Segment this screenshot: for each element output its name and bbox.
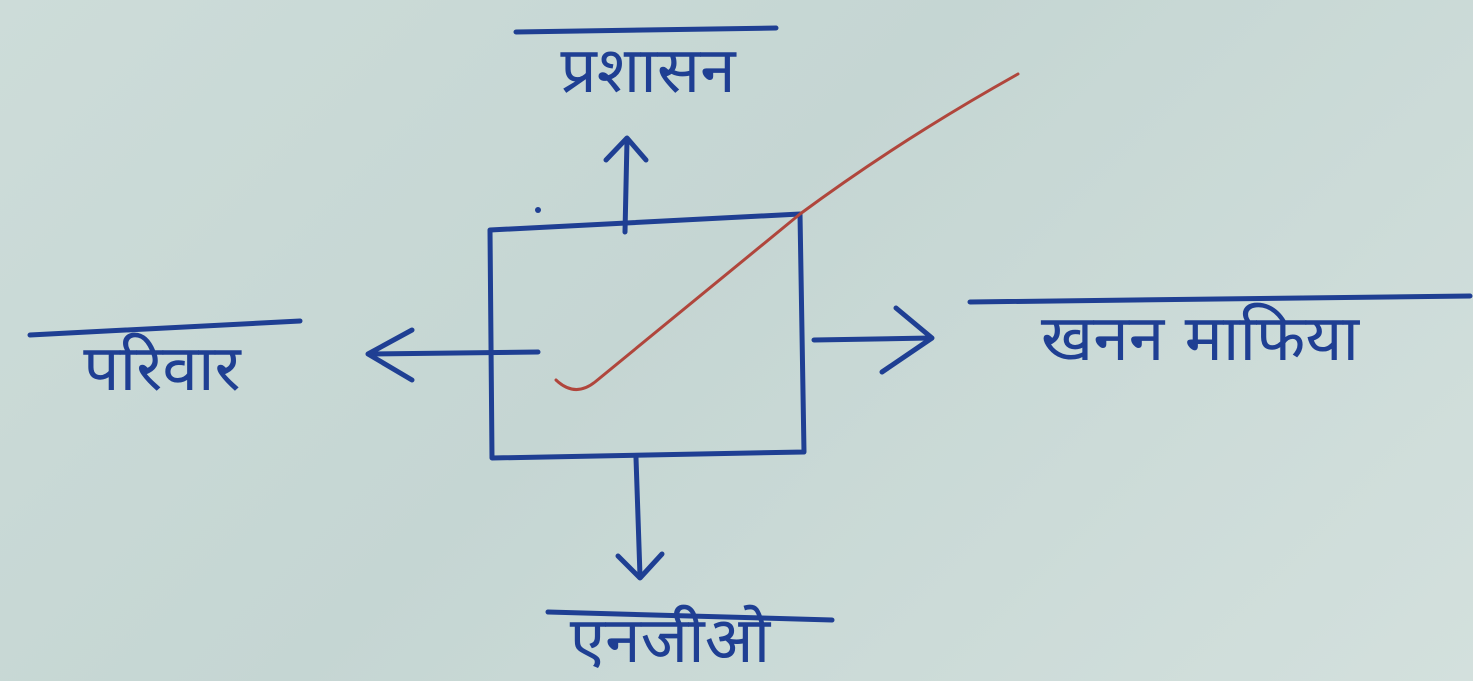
label-top: प्रशासन	[560, 34, 737, 108]
arrow-up-shaft	[622, 137, 630, 235]
central-box	[487, 211, 807, 461]
top-label-headline	[513, 25, 779, 35]
red-diagonal-line	[554, 72, 1020, 391]
label-bottom: एनजीओ	[570, 604, 772, 678]
arrow-right-shaft	[811, 335, 933, 343]
right-label-headline	[967, 293, 1473, 305]
arrow-down-shaft	[633, 455, 643, 579]
arrow-down-head	[615, 551, 665, 581]
arrow-left-shaft	[367, 349, 541, 357]
arrow-right-head	[879, 305, 935, 375]
ink-dot	[535, 207, 541, 213]
left-label-headline	[27, 318, 303, 338]
bottom-label-headline	[545, 609, 835, 623]
label-left: परिवार	[83, 332, 242, 406]
arrow-up-head	[603, 135, 649, 163]
label-right: खनन माफिया	[1041, 302, 1361, 376]
arrow-left-head	[365, 327, 415, 383]
